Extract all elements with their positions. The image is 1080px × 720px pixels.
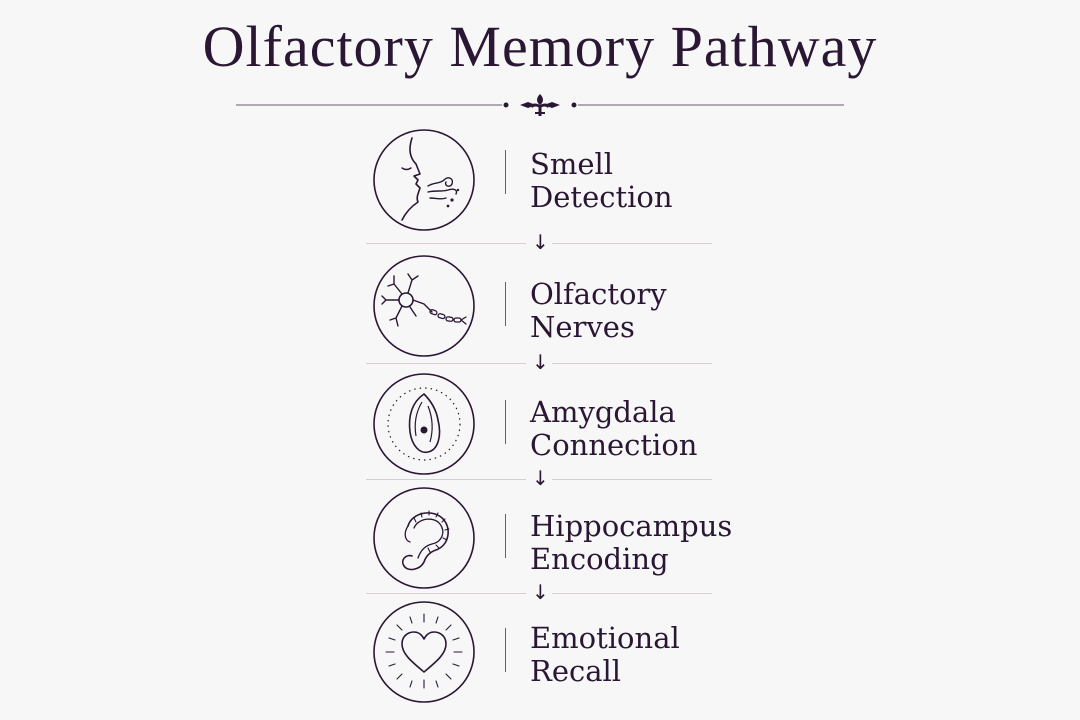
step-olfactory-nerves: Olfactory Nerves (0, 254, 1080, 364)
step-label-line2: Connection (530, 428, 698, 462)
flow-arrow: ↓ (366, 350, 712, 374)
step-label-line1: Amygdala (530, 395, 676, 429)
step-divider (505, 400, 506, 444)
amygdala-icon (372, 372, 476, 476)
flow-arrow: ↓ (366, 466, 712, 490)
step-hippocampus-encoding: Hippocampus Encoding (0, 486, 1080, 596)
step-emotional-recall: Emotional Recall (0, 600, 1080, 710)
step-label-line1: Smell (530, 147, 614, 181)
flow-arrow: ↓ (366, 230, 712, 254)
step-amygdala-connection: Amygdala Connection (0, 372, 1080, 482)
step-divider (505, 514, 506, 558)
step-label-line1: Hippocampus (530, 509, 733, 543)
step-label: Olfactory Nerves (530, 278, 890, 344)
step-smell-detection: Smell Detection (0, 128, 1080, 238)
arrow-down-icon: ↓ (532, 230, 549, 254)
step-divider (505, 282, 506, 326)
arrow-down-icon: ↓ (532, 580, 549, 604)
step-divider (505, 150, 506, 194)
neuron-icon (372, 254, 476, 358)
page-title: Olfactory Memory Pathway (202, 14, 878, 79)
flow-arrow: ↓ (366, 580, 712, 604)
heart-icon (372, 600, 476, 704)
step-label-line1: Olfactory (530, 277, 667, 311)
step-label: Emotional Recall (530, 622, 890, 688)
arrow-down-icon: ↓ (532, 350, 549, 374)
hippocampus-icon (372, 486, 476, 590)
step-label-line2: Detection (530, 180, 673, 214)
step-label-line1: Emotional (530, 621, 680, 655)
step-label: Hippocampus Encoding (530, 510, 890, 576)
fleur-de-lis-divider-icon (236, 94, 844, 116)
face-inhaling-icon (372, 128, 476, 232)
step-label-line2: Nerves (530, 310, 635, 344)
step-label-line2: Encoding (530, 542, 669, 576)
arrow-down-icon: ↓ (532, 466, 549, 490)
step-label-line2: Recall (530, 654, 622, 688)
step-label: Amygdala Connection (530, 396, 890, 462)
step-label: Smell Detection (530, 148, 890, 214)
step-divider (505, 628, 506, 672)
